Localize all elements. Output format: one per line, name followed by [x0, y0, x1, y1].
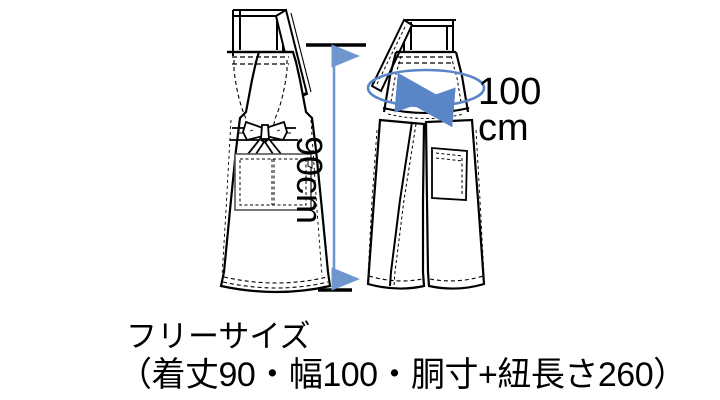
front-view-group	[219, 8, 332, 294]
caption-size-name: フリーサイズ	[126, 319, 311, 354]
caption-size-details: （着丈90・幅100・胴寸+紐長さ260）	[118, 356, 687, 394]
width-dimension-number: 100	[478, 71, 542, 113]
width-dimension-group	[366, 68, 486, 128]
front-patch-pocket	[234, 153, 313, 211]
length-dimension-label: 90cm	[289, 136, 330, 225]
back-patch-pocket	[431, 147, 468, 201]
width-arrow-right	[403, 87, 456, 128]
length-dimension-group	[306, 43, 366, 292]
width-dimension-unit: cm	[478, 107, 529, 149]
width-dimension-label: 100 cm	[478, 71, 542, 149]
back-neck-strap	[370, 18, 456, 93]
